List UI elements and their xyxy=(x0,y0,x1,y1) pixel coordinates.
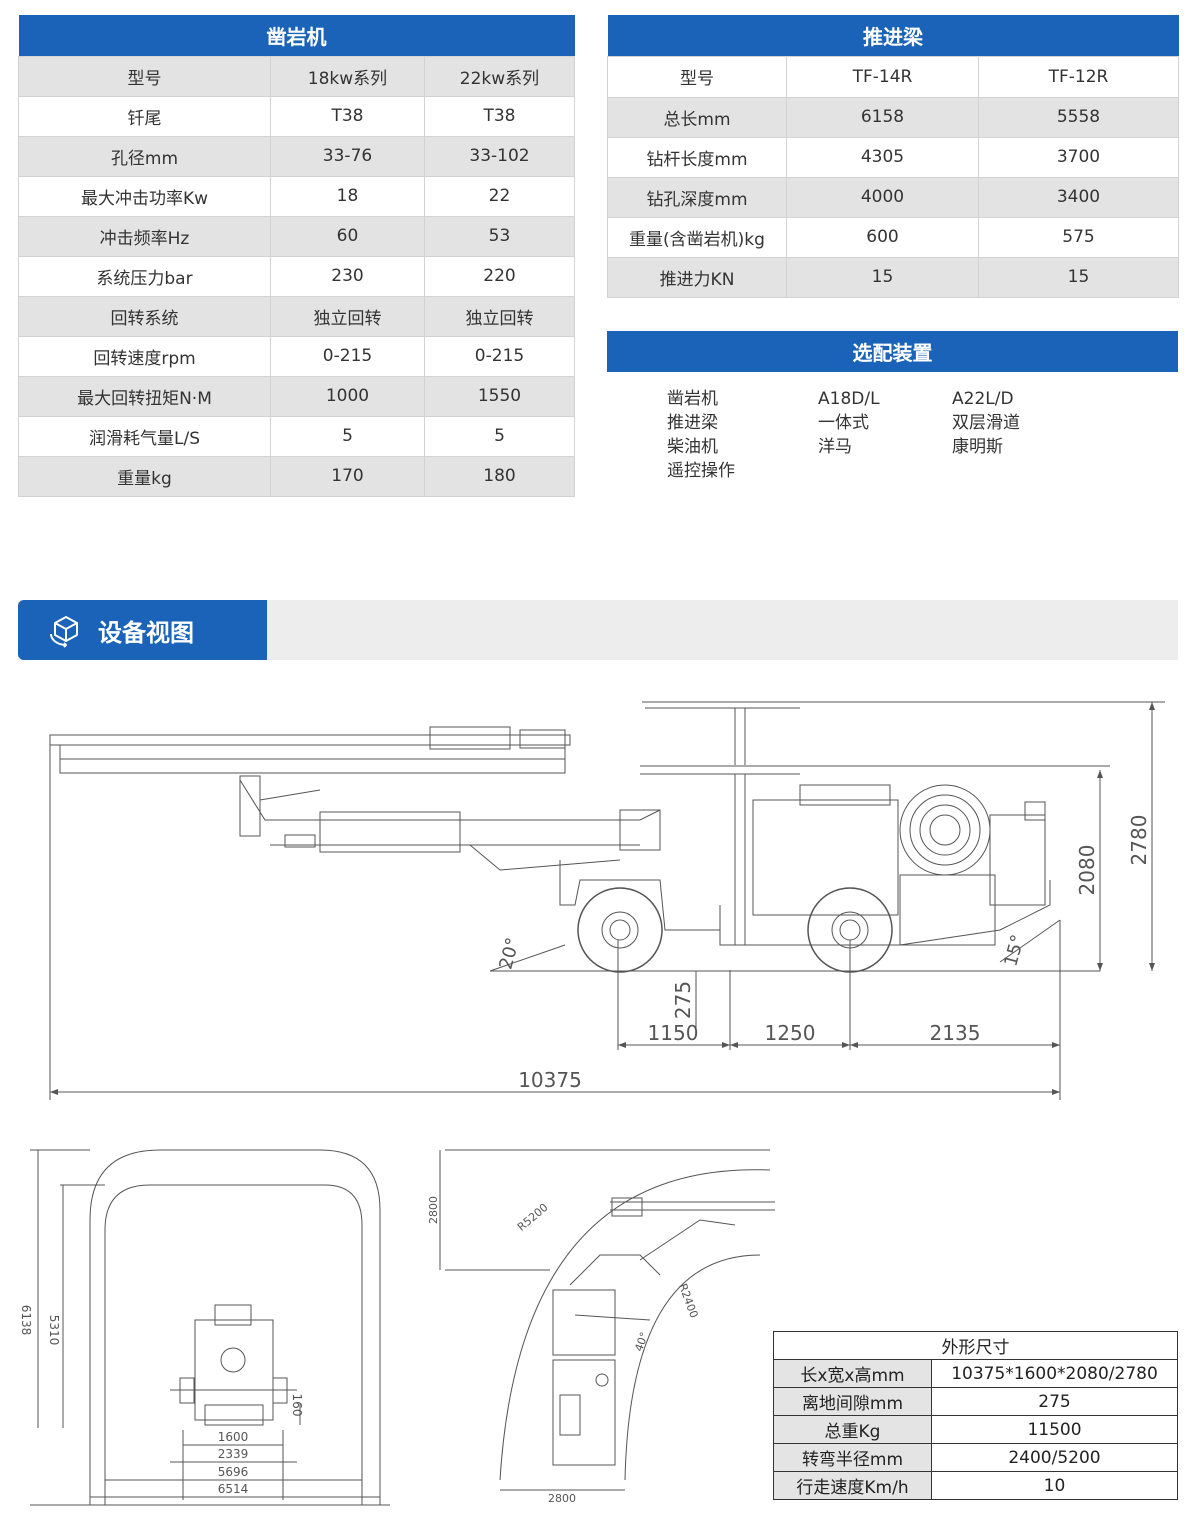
list-item: 遥控操作 xyxy=(667,461,735,481)
side-view-drawing: 1150 1250 2135 10375 2080 2780 275 20° 1… xyxy=(49,701,1165,1100)
dim-left: 2800 xyxy=(427,1196,440,1224)
top-view-drawing: 2800 2800 R5200 R2400 40° xyxy=(427,1149,775,1505)
list-item: 推进梁 xyxy=(667,413,718,433)
options-col-3: A22L/D 双层滑道 康明斯 xyxy=(952,387,1020,459)
cube-icon xyxy=(50,616,78,648)
dim-seg1: 1150 xyxy=(648,1021,699,1045)
feed-beam-title: 推进梁 xyxy=(607,15,1179,56)
dim-w2: 2339 xyxy=(218,1447,249,1461)
options-col-1: 凿岩机 推进梁 柴油机 遥控操作 xyxy=(667,387,735,483)
list-item: A22L/D xyxy=(952,389,1014,409)
dim-angle-rear: 15° xyxy=(1000,932,1029,968)
dim-height-high: 2780 xyxy=(1127,815,1151,866)
options-col-2: A18D/L 一体式 洋马 xyxy=(818,387,880,459)
list-item: 双层滑道 xyxy=(952,413,1020,433)
section-tab: 设备视图 xyxy=(18,600,267,660)
rock-drill-title: 凿岩机 xyxy=(18,15,575,56)
list-item: 凿岩机 xyxy=(667,389,718,409)
dim-w1: 1600 xyxy=(218,1430,249,1444)
front-view-drawing: 1600 2339 5696 6514 6138 5310 160 xyxy=(19,1149,390,1506)
dim-w4: 6514 xyxy=(218,1482,249,1496)
list-item: A18D/L xyxy=(818,389,880,409)
dim-h-outer: 6138 xyxy=(19,1305,33,1336)
list-item: 洋马 xyxy=(818,437,852,457)
dim-h-inner: 5310 xyxy=(47,1315,61,1346)
dim-seg3: 2135 xyxy=(930,1021,981,1045)
dim-seg2: 1250 xyxy=(765,1021,816,1045)
dim-w3: 5696 xyxy=(218,1465,249,1479)
dim-total: 10375 xyxy=(518,1068,582,1092)
dim-bottom: 2800 xyxy=(548,1492,576,1505)
dim-clearance: 275 xyxy=(671,981,695,1019)
dimensions-title: 外形尺寸 xyxy=(773,1331,1178,1360)
dim-ground: 160 xyxy=(290,1394,304,1417)
list-item: 康明斯 xyxy=(952,437,1003,457)
dim-r-outer: R5200 xyxy=(515,1201,551,1234)
section-title: 设备视图 xyxy=(98,618,194,647)
dim-r-inner: R2400 xyxy=(676,1282,700,1320)
list-item: 一体式 xyxy=(818,413,869,433)
dim-angle-front: 20° xyxy=(495,935,524,971)
list-item: 柴油机 xyxy=(667,437,718,457)
dim-height-low: 2080 xyxy=(1075,845,1099,896)
table-row: 回转系统独立回转独立回转 xyxy=(18,295,575,337)
dim-angle: 40° xyxy=(632,1330,651,1353)
options-title: 选配装置 xyxy=(607,331,1178,372)
